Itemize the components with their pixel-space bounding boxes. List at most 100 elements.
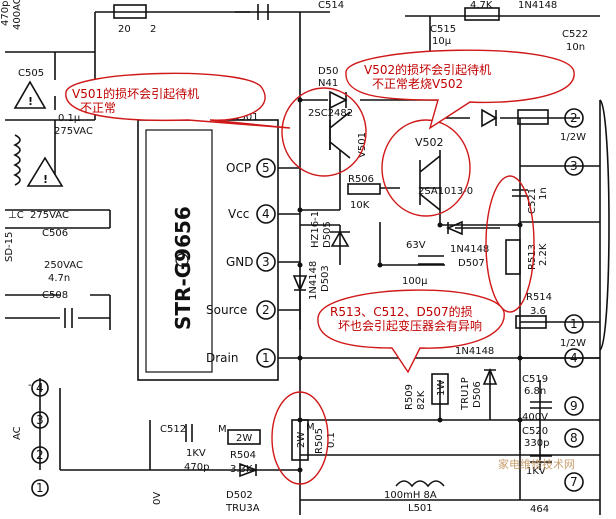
label-r504-2w: 2W [236,433,252,444]
label-r513-value: 2.2K [538,243,549,266]
right-pin-3-label: 3 [570,159,578,173]
label-470p: 470p [0,1,11,26]
label-c512-value: 470p [184,462,209,473]
label-1n4148-low: 1N4148 [455,346,494,357]
label-d505: D505 [322,221,333,248]
label-c520: C520 [522,426,548,437]
label-hz16: HZ16-1 [310,211,321,248]
label-r506-value: 10K [350,200,370,211]
highlight-v502 [381,119,471,217]
left-connector-pin-1 [31,479,49,497]
capacitor-c508-icon [64,308,73,328]
label-m2: M [306,422,315,433]
label-n41: N41 [318,78,338,89]
label-4k7: 4.7K [470,0,493,11]
right-pin-7 [564,472,584,492]
left-connector-pin-2 [31,446,49,464]
left-connector-pin-3-label: 3 [36,413,44,427]
label-250vac: 250VAC [44,260,83,271]
label-1-2w-b: 1/2W [560,338,586,349]
label-n501: N501 [232,112,259,123]
label-1n4148-mid: 1N4148 [450,244,489,255]
callout-v502-text-line-1: V502的损坏会引起待机 [364,62,491,77]
ic-pin-1 [256,348,276,368]
zener-d505-icon [330,230,350,247]
label-r505-value: 0.1 [326,432,337,448]
resistor-r513 [505,239,521,275]
ic-part-number: STR-G9656 [171,206,195,330]
label-d506: D506 [472,381,483,408]
inductor-l501-icon [395,480,445,488]
label-r514: R514 [526,292,552,303]
diode-d502-icon [239,462,259,478]
top-left-components: 20 2 C514 4.7K 1N4148 C515 10μ C522 10n … [0,0,588,187]
label-c514: C514 [318,0,344,11]
left-connector-pin-4-label: 4 [36,381,44,395]
label-2sa1013: 2SA1013-0 [418,186,473,197]
left-connector-pin-4 [31,379,49,397]
ic-pin-4-number: 4 [262,207,270,221]
right-pin-8 [564,428,584,448]
right-pin-7-label: 7 [570,475,578,489]
label-d502-type: TRU3A [225,503,260,514]
label-r509-1w: 1W [436,380,447,396]
right-pin-1-label: 1 [570,317,578,331]
label-d502: D502 [226,490,253,501]
label-d503-type: 1N4148 [308,261,319,300]
highlight-r513-d507 [485,175,535,313]
label-c506-275vac: 275VAC [30,210,69,221]
label-100u: 100μ [402,276,428,287]
label-c512: C512 [160,424,186,435]
resistor-r20 [113,4,147,19]
callout-v502-text-line-2: 不正常老烧V502 [372,77,463,91]
ic-pin-vcc-label: Vcc [228,207,249,221]
label-c519-value: 6.8n [524,386,546,397]
label-l501: L501 [408,503,433,514]
label-c512-1kv: 1KV [186,448,206,459]
label-sd15: SD-15 [4,232,15,262]
ic-pin-5-number: 5 [262,161,270,175]
transistor-v501-icon [329,111,351,159]
resistor-r506 [347,183,381,195]
resistor-r514 [515,315,547,329]
label-cap-c506: ⊥C [8,210,24,221]
right-connector: 2 3 1 4 9 8 7 [564,99,610,492]
warning-mark-2: ! [43,173,48,186]
label-c522: C522 [562,29,588,40]
ic-pin-2 [256,300,276,320]
label-c515: C515 [430,24,456,35]
label-r513: R513 [527,244,538,270]
resistor-right-a [517,109,549,125]
label-0v: 0V [152,492,163,505]
ic-body [145,129,213,373]
right-pin-9-label: 9 [570,399,578,413]
left-connector-pin-3 [31,411,49,429]
label-d50: D50 [318,66,338,77]
label-d507: D507 [458,258,485,269]
callout-r513-text-line-1: R513、C512、D507的损 [330,304,473,319]
label-v501: V501 [357,132,368,158]
ic-pin1-marker [175,253,189,267]
right-pin-3 [564,156,584,176]
label-c508: C508 [42,290,68,301]
label-275vac: 275VAC [54,126,93,137]
label-v502: V502 [415,136,444,149]
callout-v501-text-line-1: V501的损坏会引起待机 [72,86,199,101]
right-pin-9 [564,396,584,416]
left-connector-pin-2-label: 2 [36,448,44,462]
left-components: ⊥C 275VAC C506 SD-15 250VAC 4.7n C508 AC… [4,210,163,505]
diode-d507-icon [445,220,463,236]
warning-triangle-icon [13,80,47,109]
label-c519: C519 [522,374,548,385]
label-47n: 4.7n [48,273,70,284]
label-d503: D503 [320,265,331,292]
ic-pin-source-label: Source [206,303,247,317]
label-r505-2w: 2W [296,432,307,448]
callout-v502: V502的损坏会引起待机不正常老烧V502 [345,49,575,130]
ic-pin-3 [256,252,276,272]
label-r504: R504 [230,450,256,461]
warning-mark-1: ! [28,95,33,108]
ic-pin-drain-label: Drain [206,351,238,365]
diode-d506-icon [482,367,498,385]
label-400ac: 400AC [12,0,23,30]
